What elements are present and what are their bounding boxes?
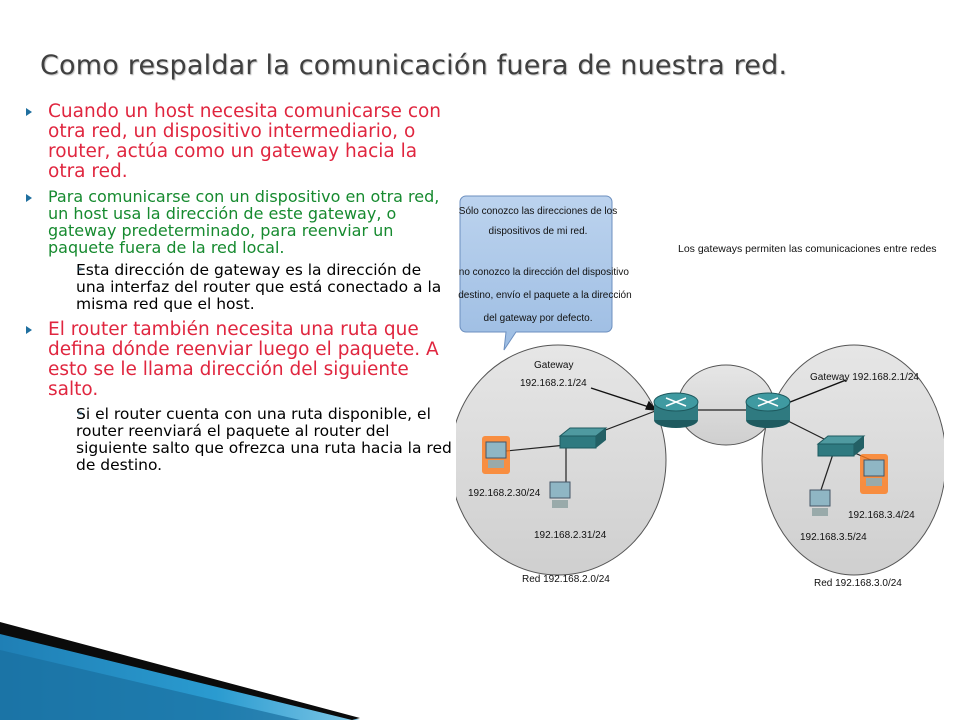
bubble-line-1: Sólo conozco las direcciones de los bbox=[459, 206, 617, 217]
bullet-item: El router también necesita una ruta que … bbox=[24, 320, 454, 400]
sub-bullet-text: Esta dirección de gateway es la direcció… bbox=[76, 261, 442, 313]
sub-bullet-marker-icon: ◦ bbox=[76, 407, 84, 422]
net-left-label: Red 192.168.2.0/24 bbox=[522, 574, 610, 585]
router-left-icon bbox=[653, 392, 699, 428]
host-left-highlighted-icon bbox=[482, 436, 510, 474]
right-gateway-label: Gateway 192.168.2.1/24 bbox=[810, 372, 919, 383]
bullet-item: Para comunicarse con un dispositivo en o… bbox=[24, 188, 454, 256]
speech-bubble: Sólo conozco las direcciones de los disp… bbox=[456, 195, 632, 351]
host-right-1-ip: 192.168.3.4/24 bbox=[848, 510, 915, 521]
left-network-circle bbox=[456, 344, 667, 576]
right-network-circle bbox=[761, 344, 944, 576]
router-right-icon bbox=[745, 392, 791, 428]
bubble-line-5: del gateway por defecto. bbox=[484, 313, 593, 324]
bullet-item: Cuando un host necesita comunicarse con … bbox=[24, 102, 454, 182]
sub-bullet-item: ◦ Esta dirección de gateway es la direcc… bbox=[24, 262, 454, 313]
switch-right-icon bbox=[816, 435, 866, 457]
sub-bullet-text: Si el router cuenta con una ruta disponi… bbox=[76, 405, 452, 474]
switch-left-icon bbox=[558, 427, 608, 449]
bullet-text: Para comunicarse con un dispositivo en o… bbox=[48, 187, 440, 257]
network-diagram: Sólo conozco las direcciones de los disp… bbox=[456, 195, 944, 589]
bullet-arrow-icon bbox=[26, 194, 32, 202]
bullet-arrow-icon bbox=[26, 326, 32, 334]
bubble-line-2: dispositivos de mi red. bbox=[489, 226, 588, 237]
host-right-2-ip: 192.168.3.5/24 bbox=[800, 532, 867, 543]
left-gateway-ip: 192.168.2.1/24 bbox=[520, 378, 587, 389]
page-title: Como respaldar la comunicación fuera de … bbox=[40, 50, 788, 81]
bullet-arrow-icon bbox=[26, 108, 32, 116]
left-gateway-label: Gateway bbox=[534, 360, 573, 371]
sub-bullet-item: ◦ Si el router cuenta con una ruta dispo… bbox=[24, 406, 454, 474]
sub-bullet-marker-icon: ◦ bbox=[76, 263, 84, 278]
bullet-text: Cuando un host necesita comunicarse con … bbox=[48, 101, 442, 182]
decorative-swoosh bbox=[0, 622, 360, 720]
host-right-icon bbox=[809, 489, 831, 516]
net-right-label: Red 192.168.3.0/24 bbox=[814, 578, 902, 589]
bubble-line-4: de destino, envío el paquete a la direcc… bbox=[456, 290, 632, 301]
host-right-highlighted-icon bbox=[860, 454, 888, 494]
host-left-icon bbox=[549, 481, 571, 508]
bubble-line-3: Si no conozco la dirección del dispositi… bbox=[456, 267, 629, 278]
bullet-text: El router también necesita una ruta que … bbox=[48, 319, 439, 400]
diagram-caption: Los gateways permiten las comunicaciones… bbox=[678, 243, 937, 255]
host-left-1-ip: 192.168.2.30/24 bbox=[468, 488, 541, 499]
bullet-list: Cuando un host necesita comunicarse con … bbox=[24, 102, 454, 481]
host-left-2-ip: 192.168.2.31/24 bbox=[534, 530, 607, 541]
